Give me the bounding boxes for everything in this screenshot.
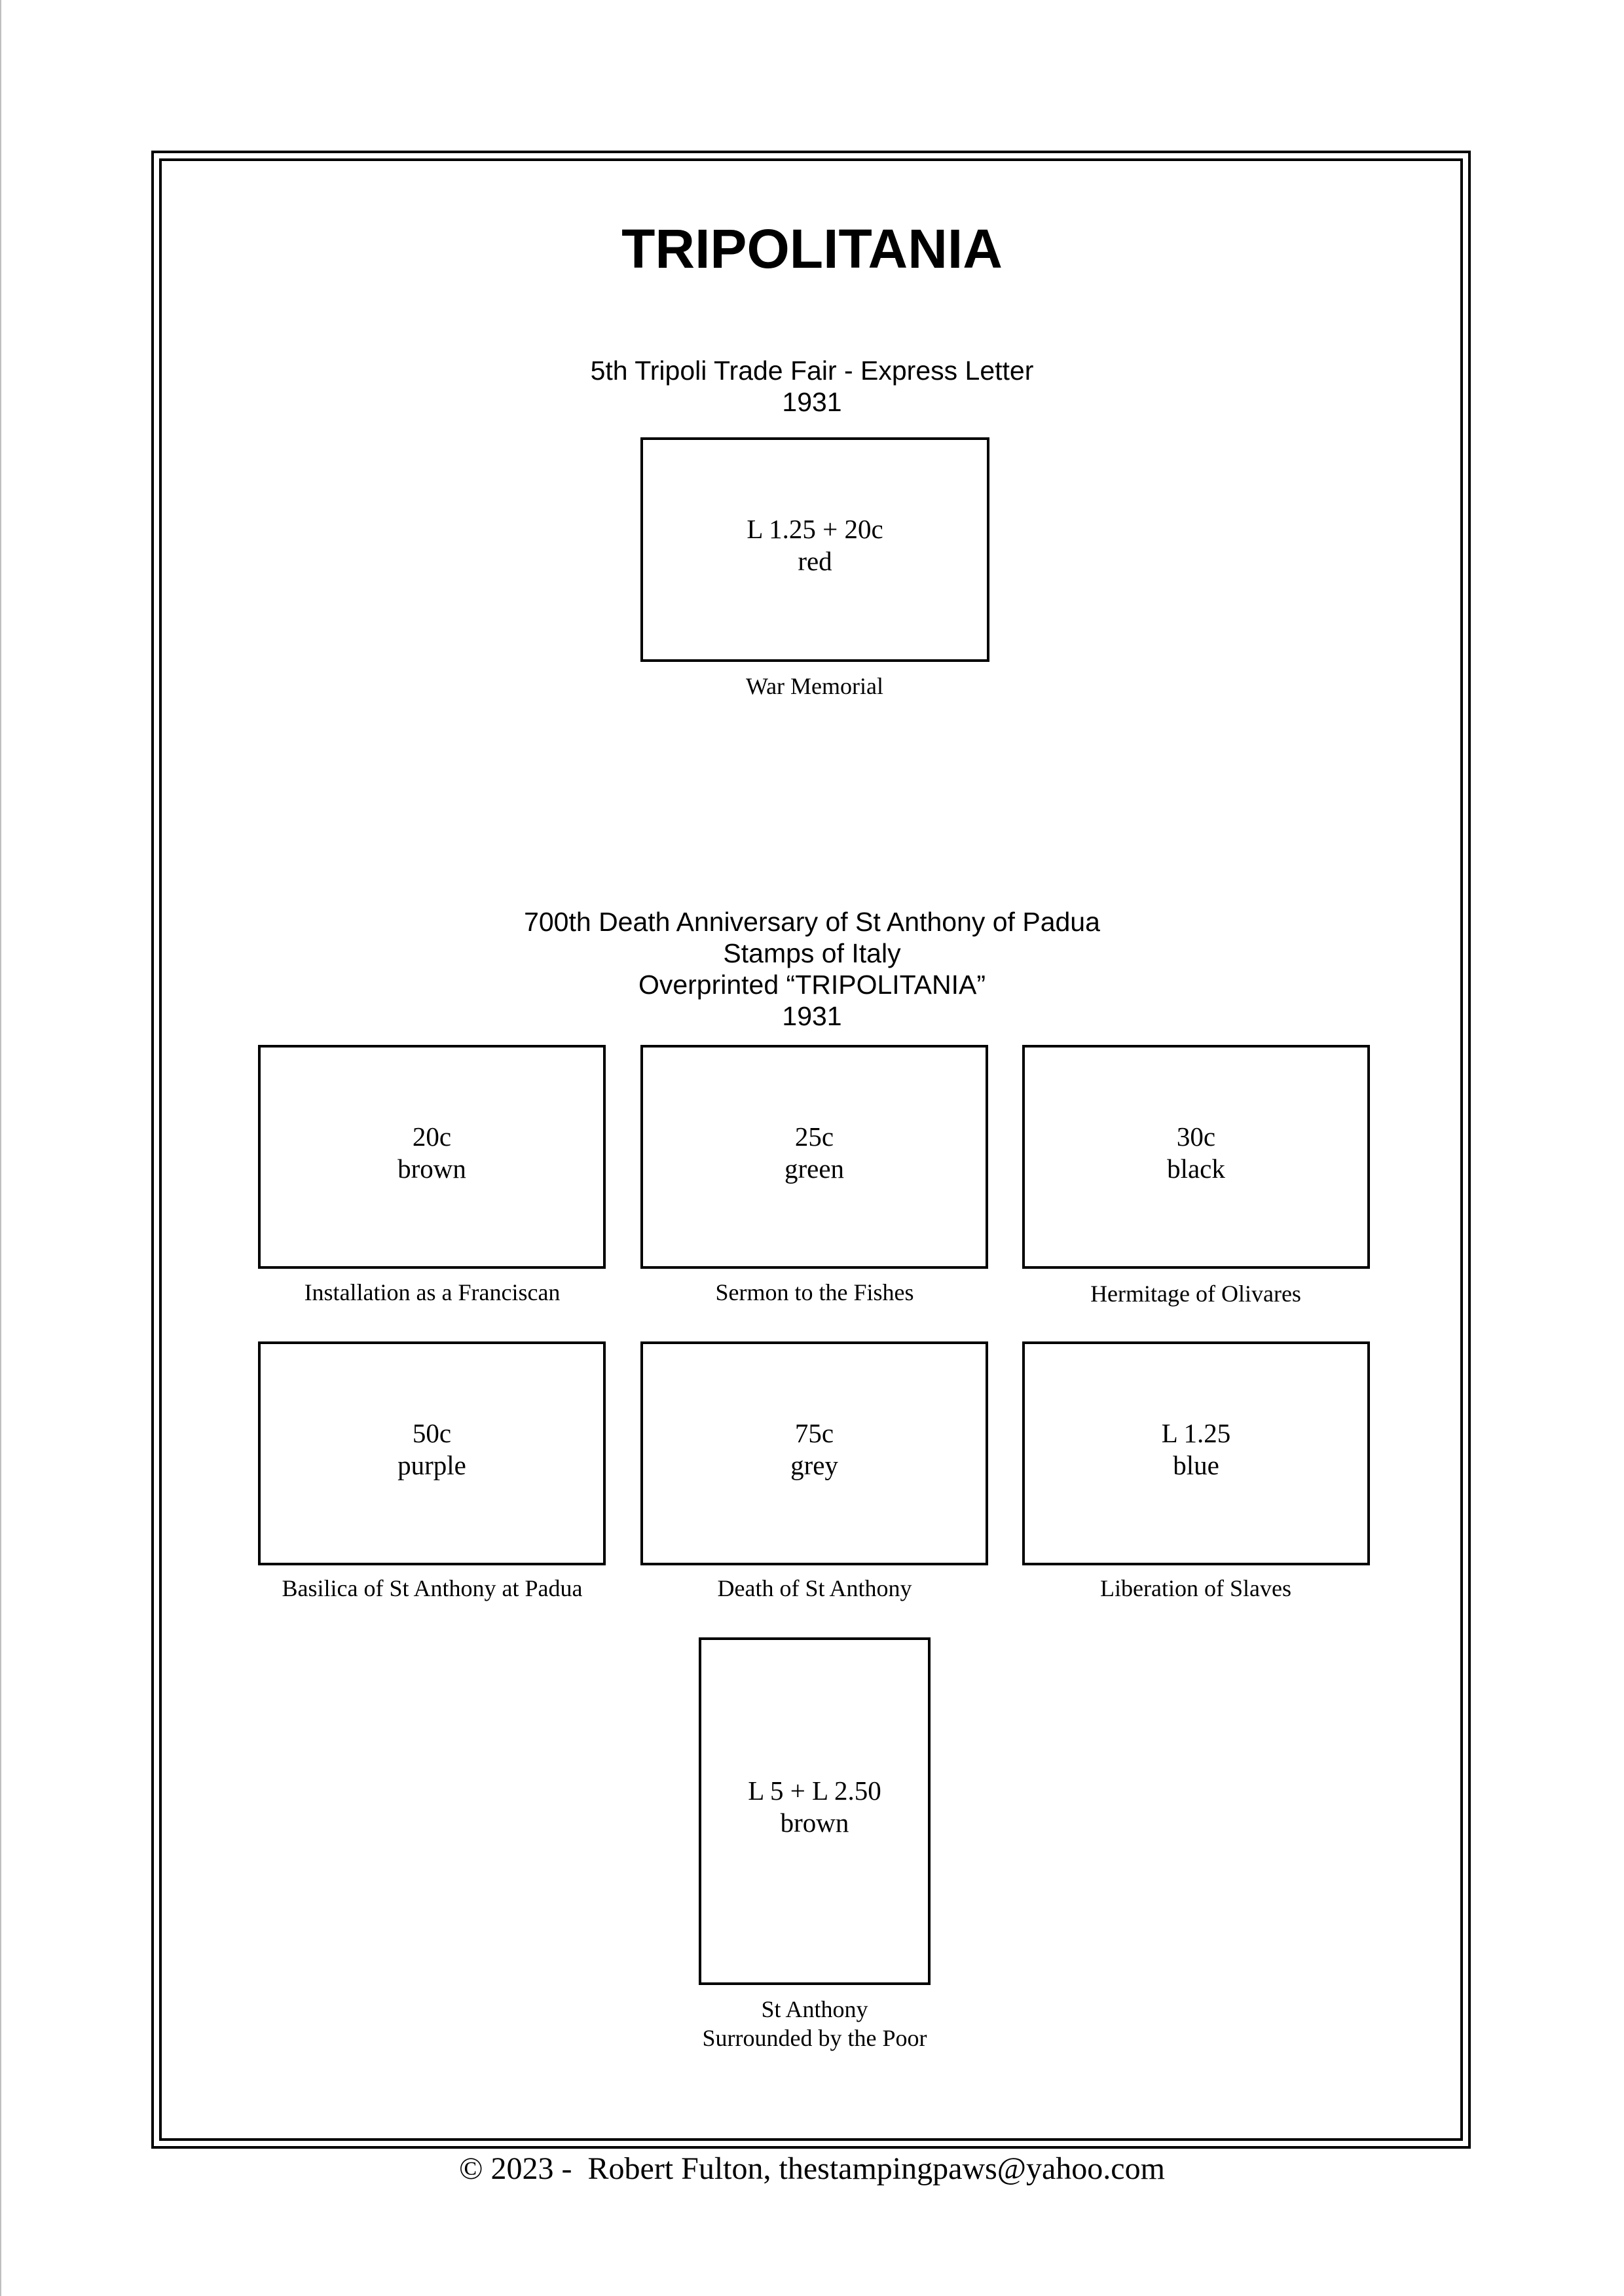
stamp-value: 20c xyxy=(412,1121,452,1152)
page-border-outer xyxy=(151,151,1471,2149)
stamp-slot: 50c purple xyxy=(258,1341,606,1565)
stamp-color: red xyxy=(798,546,832,576)
page-border-inner xyxy=(159,158,1463,2141)
stamp-slot: 30c black xyxy=(1022,1045,1370,1269)
stamp-color: brown xyxy=(397,1154,466,1184)
section1-heading-issue: 5th Tripoli Trade Fair - Express Letter xyxy=(590,355,1034,386)
stamp-color: green xyxy=(784,1154,845,1184)
stamp-caption: War Memorial xyxy=(745,673,884,699)
stamp-value: 75c xyxy=(794,1418,834,1448)
stamp-value: L 1.25 + 20c xyxy=(747,514,883,544)
copyright-footer: © 2023 - Robert Fulton, thestampingpaws@… xyxy=(459,2151,1165,2186)
stamp-caption: Sermon to the Fishes xyxy=(715,1279,914,1305)
stamp-value: 30c xyxy=(1176,1121,1216,1152)
section2-heading-subtitle: Stamps of Italy xyxy=(723,938,901,968)
page-title: TRIPOLITANIA xyxy=(621,218,1003,280)
stamp-caption: Death of St Anthony xyxy=(717,1575,912,1601)
stamp-caption: Liberation of Slaves xyxy=(1100,1575,1291,1601)
stamp-color: purple xyxy=(397,1450,466,1480)
section2-heading-overprint: Overprinted “TRIPOLITANIA” xyxy=(638,970,986,1000)
stamp-value: 25c xyxy=(794,1121,834,1152)
stamp-value: L 1.25 xyxy=(1161,1418,1231,1448)
stamp-slot: L 1.25 + 20c red xyxy=(640,437,989,662)
stamp-caption: St Anthony xyxy=(761,1996,868,2022)
stamp-slot: L 5 + L 2.50 brown xyxy=(699,1637,931,1985)
stamp-caption: Hermitage of Olivares xyxy=(1090,1281,1301,1307)
stamp-caption: Installation as a Franciscan xyxy=(304,1279,561,1305)
stamp-value: 50c xyxy=(412,1418,452,1448)
section2-heading-title: 700th Death Anniversary of St Anthony of… xyxy=(524,907,1100,937)
stamp-value: L 5 + L 2.50 xyxy=(748,1776,881,1806)
section2-heading-year: 1931 xyxy=(782,1001,842,1031)
stamp-color: black xyxy=(1167,1154,1225,1184)
stamp-caption: Surrounded by the Poor xyxy=(702,2025,927,2051)
stamp-color: blue xyxy=(1173,1450,1219,1480)
stamp-slot: L 1.25 blue xyxy=(1022,1341,1370,1565)
stamp-caption: Basilica of St Anthony at Padua xyxy=(282,1575,583,1601)
section1-heading-year: 1931 xyxy=(782,387,842,417)
stamp-slot: 75c grey xyxy=(640,1341,988,1565)
stamp-color: brown xyxy=(780,1808,849,1838)
stamp-slot: 20c brown xyxy=(258,1045,606,1269)
stamp-slot: 25c green xyxy=(640,1045,988,1269)
page-edge xyxy=(0,0,1,2296)
stamp-color: grey xyxy=(790,1450,838,1480)
